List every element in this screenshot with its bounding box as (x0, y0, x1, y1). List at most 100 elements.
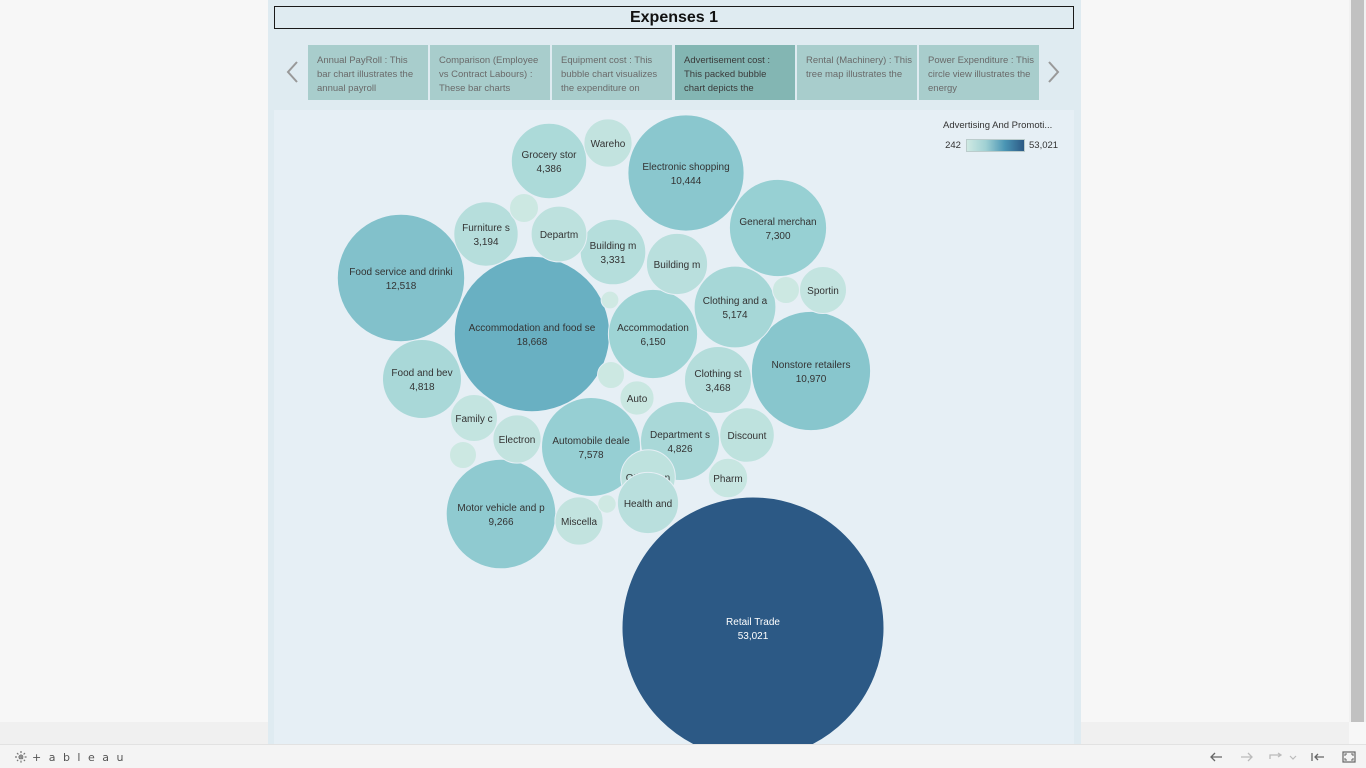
story-point-5[interactable]: Rental (Machinery) : This tree map illus… (797, 45, 917, 100)
bubble-circle[interactable] (693, 265, 777, 349)
story-point-3[interactable]: Equipment cost : This bubble chart visua… (552, 45, 672, 100)
bubble-label: Building m (654, 260, 701, 271)
bubble[interactable]: Furniture s3,194 (453, 201, 519, 267)
bubble-label: Accommodation and food se (469, 323, 596, 334)
bubble-label: Food service and drinki (349, 267, 452, 278)
bubble[interactable]: Departm (530, 205, 588, 263)
dashboard-title: Expenses 1 (274, 6, 1074, 29)
bubble[interactable] (597, 494, 617, 514)
bubble-circle[interactable] (510, 122, 588, 200)
bubble-circle[interactable] (453, 201, 519, 267)
reset-to-start-button[interactable] (1310, 750, 1326, 764)
bubble-label: Pharm (713, 474, 742, 485)
bubble-label: Health and (624, 499, 672, 510)
story-point-6[interactable]: Power Expenditure : This circle view ill… (919, 45, 1039, 100)
bubble[interactable] (509, 193, 539, 223)
bubble-label: Auto (627, 394, 648, 405)
bubble-circle[interactable] (449, 441, 477, 469)
bubble[interactable]: Food and bev 4,818 (382, 339, 462, 419)
bubble-value-label: 6,150 (640, 337, 665, 348)
legend-min-label: 242 (945, 140, 961, 151)
bubble-circle[interactable] (530, 205, 588, 263)
bubble[interactable]: Motor vehicle and p9,266 (445, 458, 557, 570)
bubble-value-label: 3,468 (705, 383, 730, 394)
bubble[interactable]: Clothing st3,468 (684, 346, 752, 414)
bubble[interactable]: Auto (619, 380, 655, 416)
bubble-circle[interactable] (450, 394, 498, 442)
bubble[interactable]: Sportin (799, 266, 847, 314)
bubble[interactable]: Building m (645, 232, 709, 296)
story-next-button[interactable] (1044, 58, 1064, 86)
bubble-circle[interactable] (336, 213, 466, 343)
bubble[interactable]: Miscella (554, 496, 604, 546)
bubble[interactable]: Clothing and a5,174 (693, 265, 777, 349)
bubble-value-label: 10,444 (671, 176, 702, 187)
bubble[interactable]: Family c (450, 394, 498, 442)
bubble-circle[interactable] (492, 414, 542, 464)
bubble-circle[interactable] (445, 458, 557, 570)
bubble-label: Furniture s (462, 223, 510, 234)
revert-button[interactable] (1268, 750, 1298, 764)
bubble-circle[interactable] (719, 407, 775, 463)
story-point-4[interactable]: Advertisement cost : This packed bubble … (675, 45, 795, 100)
vertical-scrollbar[interactable] (1349, 0, 1366, 722)
bubble-circle[interactable] (554, 496, 604, 546)
story-point-1[interactable]: Annual PayRoll : This bar chart illustra… (308, 45, 428, 100)
bubble-circle[interactable] (619, 380, 655, 416)
bubble[interactable]: Health and (616, 471, 680, 535)
bubble-circle[interactable] (583, 118, 633, 168)
bubble-circle[interactable] (621, 496, 885, 744)
bubble-circle[interactable] (750, 310, 872, 432)
bubble[interactable]: Building m3,331 (579, 218, 647, 286)
bubble-value-label: 7,300 (765, 231, 790, 242)
bubble-circle[interactable] (607, 288, 699, 380)
bubble-label: Food and bev (391, 368, 452, 379)
bubble-circle[interactable] (707, 457, 749, 499)
story-prev-button[interactable] (282, 58, 302, 86)
bubble-circle[interactable] (597, 361, 625, 389)
scrollbar-thumb[interactable] (1351, 0, 1364, 722)
story-navigator: Annual PayRoll : This bar chart illustra… (274, 40, 1074, 106)
bubble[interactable]: Pharm (707, 457, 749, 499)
bubble[interactable] (600, 290, 620, 310)
bubble-circle[interactable] (684, 346, 752, 414)
bubble-label: Accommodation (617, 323, 689, 334)
bottom-toolbar: + a b l e a u (0, 744, 1366, 768)
bubble-value-label: 7,578 (578, 450, 603, 461)
bubble-circle[interactable] (597, 494, 617, 514)
bubble-value-label: 9,266 (488, 517, 513, 528)
bubble[interactable]: Discount (719, 407, 775, 463)
bubble-circle[interactable] (772, 276, 800, 304)
bubble-circle[interactable] (453, 255, 611, 413)
bubble-label: Discount (728, 431, 767, 442)
bubble-circle[interactable] (627, 114, 745, 232)
bubble[interactable]: Wareho (583, 118, 633, 168)
bubble[interactable]: Electron (492, 414, 542, 464)
bubble-label: Wareho (591, 139, 626, 150)
bubble[interactable] (449, 441, 477, 469)
bubble[interactable]: Accommodation 6,150 (607, 288, 699, 380)
bubble-circle[interactable] (616, 471, 680, 535)
redo-button[interactable] (1239, 750, 1255, 764)
bubble-circle[interactable] (579, 218, 647, 286)
bubble-label: Grocery stor (521, 150, 577, 161)
bubble[interactable] (772, 276, 800, 304)
undo-button[interactable] (1208, 750, 1224, 764)
bubble-circle[interactable] (728, 178, 828, 278)
bubble-circle[interactable] (645, 232, 709, 296)
fullscreen-button[interactable] (1341, 750, 1357, 764)
bubble-circle[interactable] (600, 290, 620, 310)
tableau-logo[interactable]: + a b l e a u (14, 750, 125, 764)
bubble-circle[interactable] (382, 339, 462, 419)
bubble-value-label: 4,818 (409, 382, 434, 393)
bubble[interactable] (597, 361, 625, 389)
bubble-circle[interactable] (509, 193, 539, 223)
story-point-2[interactable]: Comparison (Employee vs Contract Labours… (430, 45, 550, 100)
